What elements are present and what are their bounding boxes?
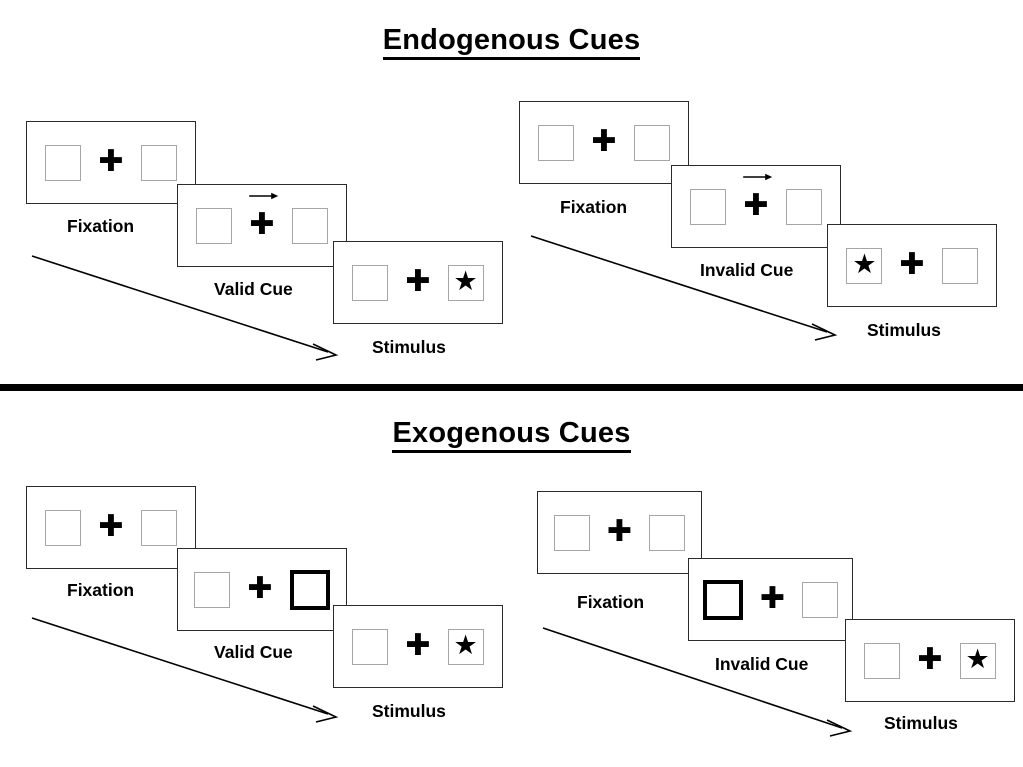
panel-endogenous-valid-fixation: ✚ — [26, 121, 196, 204]
stage-label-stimulus: Stimulus — [867, 320, 941, 340]
right-box — [291, 207, 328, 244]
left-box — [690, 188, 727, 225]
panel-content: ✚ — [194, 569, 330, 610]
right-box — [140, 509, 177, 546]
right-box-cued — [289, 569, 330, 610]
right-box — [649, 514, 686, 551]
right-box — [633, 124, 670, 161]
panel-content: ✚ — [196, 192, 328, 244]
star-icon: ★ — [453, 630, 478, 661]
section-title-endogenous-text: Endogenous Cues — [382, 24, 641, 60]
fixation-cross-icon: ✚ — [247, 570, 273, 606]
fixation-cross-icon: ✚ — [743, 187, 769, 223]
left-box — [864, 642, 901, 679]
left-box-with-target: ★ — [846, 247, 883, 284]
panel-content: ✚ ★ — [864, 641, 996, 679]
stage-label-stimulus: Stimulus — [884, 713, 958, 733]
panel-content: ✚ — [45, 143, 177, 181]
stage-label-valid-cue: Valid Cue — [214, 642, 293, 662]
right-box-with-target: ★ — [959, 642, 996, 679]
right-box — [941, 247, 978, 284]
stage-label-fixation: Fixation — [67, 580, 135, 600]
right-box — [785, 188, 822, 225]
star-icon: ★ — [965, 644, 990, 675]
panel-content: ✚ — [690, 173, 822, 225]
section-title-endogenous: Endogenous Cues — [0, 24, 1023, 60]
star-icon: ★ — [453, 266, 478, 297]
panel-exogenous-valid-fixation: ✚ — [26, 486, 196, 569]
panel-content: ✚ — [538, 123, 670, 161]
section-divider — [0, 384, 1023, 391]
stage-label-invalid-cue: Invalid Cue — [715, 654, 809, 674]
panel-endogenous-invalid-fixation: ✚ — [519, 101, 689, 184]
right-box — [140, 144, 177, 181]
fixation-cross-icon: ✚ — [606, 513, 633, 549]
arrow-right-cue-icon — [743, 173, 773, 180]
left-box — [45, 144, 82, 181]
arrow-right-cue-icon — [249, 192, 279, 199]
panel-exogenous-invalid-fixation: ✚ — [537, 491, 702, 574]
panel-content: ✚ — [45, 508, 177, 546]
left-box — [352, 628, 389, 665]
panel-endogenous-valid-cue: ✚ — [177, 184, 347, 267]
panel-content: ★ ✚ — [846, 246, 978, 284]
panel-endogenous-valid-stimulus: ✚ ★ — [333, 241, 503, 324]
fixation-cross-icon: ✚ — [98, 143, 124, 179]
left-box-cued — [702, 579, 743, 620]
stage-label-valid-cue: Valid Cue — [214, 279, 293, 299]
panel-endogenous-invalid-stimulus: ★ ✚ — [827, 224, 997, 307]
panel-exogenous-invalid-cue: ✚ — [688, 558, 853, 641]
right-box-with-target: ★ — [447, 628, 484, 665]
left-box — [196, 207, 233, 244]
right-box-with-target: ★ — [447, 264, 484, 301]
panel-exogenous-valid-stimulus: ✚ ★ — [333, 605, 503, 688]
panel-content: ✚ ★ — [352, 263, 484, 301]
panel-endogenous-invalid-cue: ✚ — [671, 165, 841, 248]
fixation-cross-icon: ✚ — [405, 627, 431, 663]
panel-content: ✚ ★ — [352, 627, 484, 665]
stage-label-fixation: Fixation — [560, 197, 628, 217]
fixation-cross-icon: ✚ — [98, 508, 124, 544]
stage-label-fixation: Fixation — [67, 216, 135, 236]
section-title-exogenous: Exogenous Cues — [0, 417, 1023, 453]
stage-label-invalid-cue: Invalid Cue — [700, 260, 794, 280]
fixation-cross-icon: ✚ — [899, 246, 925, 282]
stage-label-stimulus: Stimulus — [372, 337, 446, 357]
left-box — [553, 514, 590, 551]
left-box — [194, 571, 231, 608]
panel-content: ✚ — [702, 579, 839, 620]
fixation-cross-icon: ✚ — [591, 123, 617, 159]
panel-exogenous-invalid-stimulus: ✚ ★ — [845, 619, 1015, 702]
left-box — [45, 509, 82, 546]
panel-content: ✚ — [553, 513, 686, 551]
fixation-cross-icon: ✚ — [405, 263, 431, 299]
left-box — [538, 124, 575, 161]
panel-exogenous-valid-cue: ✚ — [177, 548, 347, 631]
fixation-cross-icon: ✚ — [917, 641, 943, 677]
star-icon: ★ — [852, 249, 877, 280]
stage-label-fixation: Fixation — [577, 592, 645, 612]
section-title-exogenous-text: Exogenous Cues — [392, 417, 631, 453]
fixation-cross-icon: ✚ — [759, 580, 786, 616]
stage-label-stimulus: Stimulus — [372, 701, 446, 721]
left-box — [352, 264, 389, 301]
right-box — [802, 581, 839, 618]
fixation-cross-icon: ✚ — [249, 206, 275, 242]
